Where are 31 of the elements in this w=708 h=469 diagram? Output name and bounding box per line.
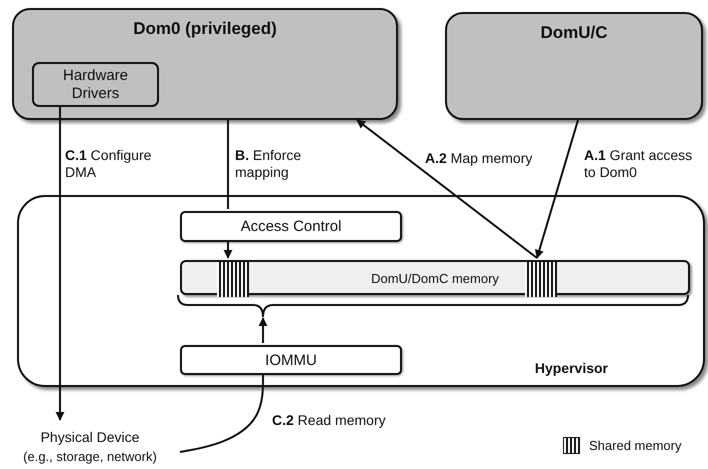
process-box [180, 211, 402, 242]
edge-label: B. Enforce mapping [235, 147, 302, 181]
node-label: DomU/DomC memory [370, 270, 500, 288]
process-box [32, 62, 159, 107]
arrow [224, 240, 232, 259]
edge-label: A.1 Grant access to Dom0 [584, 147, 694, 181]
device-label: Physical Device [40, 428, 140, 446]
arrow [356, 119, 538, 259]
node-label: DomU/C [539, 24, 609, 42]
shared-memory-block [525, 262, 557, 297]
legend-label: Shared memory [589, 437, 682, 454]
arrow [258, 317, 268, 343]
shared-memory-block [217, 262, 249, 297]
process-box [180, 345, 402, 375]
edge-label: A.2 Map memory [425, 150, 534, 167]
memory-bar [180, 260, 690, 295]
node-label: Hardware Drivers [62, 67, 130, 103]
connector-line [227, 120, 229, 209]
edge-label: C.2 Read memory [272, 412, 387, 429]
hypervisor-label: Hypervisor [534, 359, 608, 377]
domain-box [12, 8, 398, 120]
arrow [56, 105, 64, 421]
node-label: IOMMU [264, 352, 318, 370]
hypervisor-panel [17, 195, 705, 387]
node-label: Access Control [240, 218, 342, 236]
edge-label: C.1 Configure DMA [65, 147, 152, 181]
domain-box [445, 12, 703, 120]
connector-line [180, 373, 264, 453]
node-label: Dom0 (privileged) [132, 20, 278, 38]
arrow [535, 120, 579, 259]
device-note: (e.g., storage, network) [22, 448, 158, 466]
